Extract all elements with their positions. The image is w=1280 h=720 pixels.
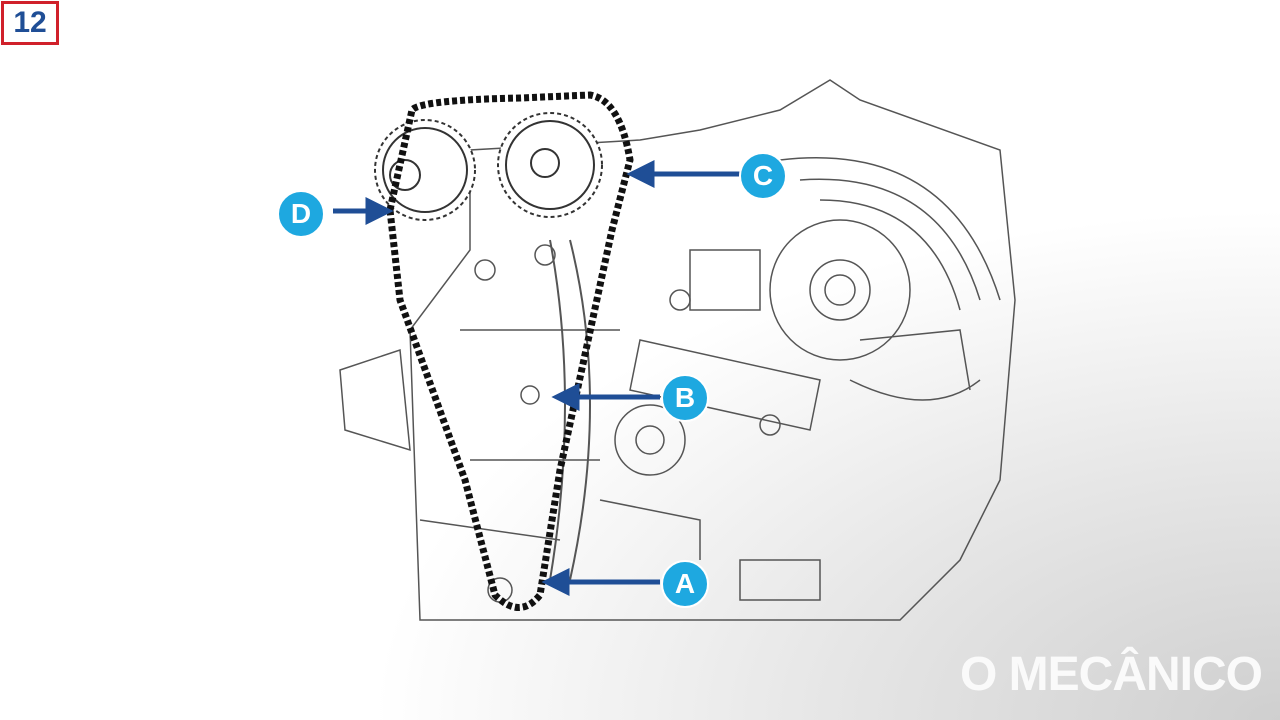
watermark-logo: O MECÂNICO (960, 648, 1263, 701)
callout-arrows (333, 159, 740, 597)
arrow-a (541, 567, 570, 597)
callout-d: D (277, 190, 325, 238)
callout-a: A (661, 560, 709, 608)
callout-b: B (661, 374, 709, 422)
camshaft-sprockets (374, 112, 603, 221)
arrow-c (626, 159, 655, 189)
arrow-d (365, 196, 394, 226)
step-number-badge: 12 (1, 1, 59, 45)
timing-chain (386, 91, 634, 611)
arrow-b (551, 382, 580, 412)
callout-c: C (739, 152, 787, 200)
